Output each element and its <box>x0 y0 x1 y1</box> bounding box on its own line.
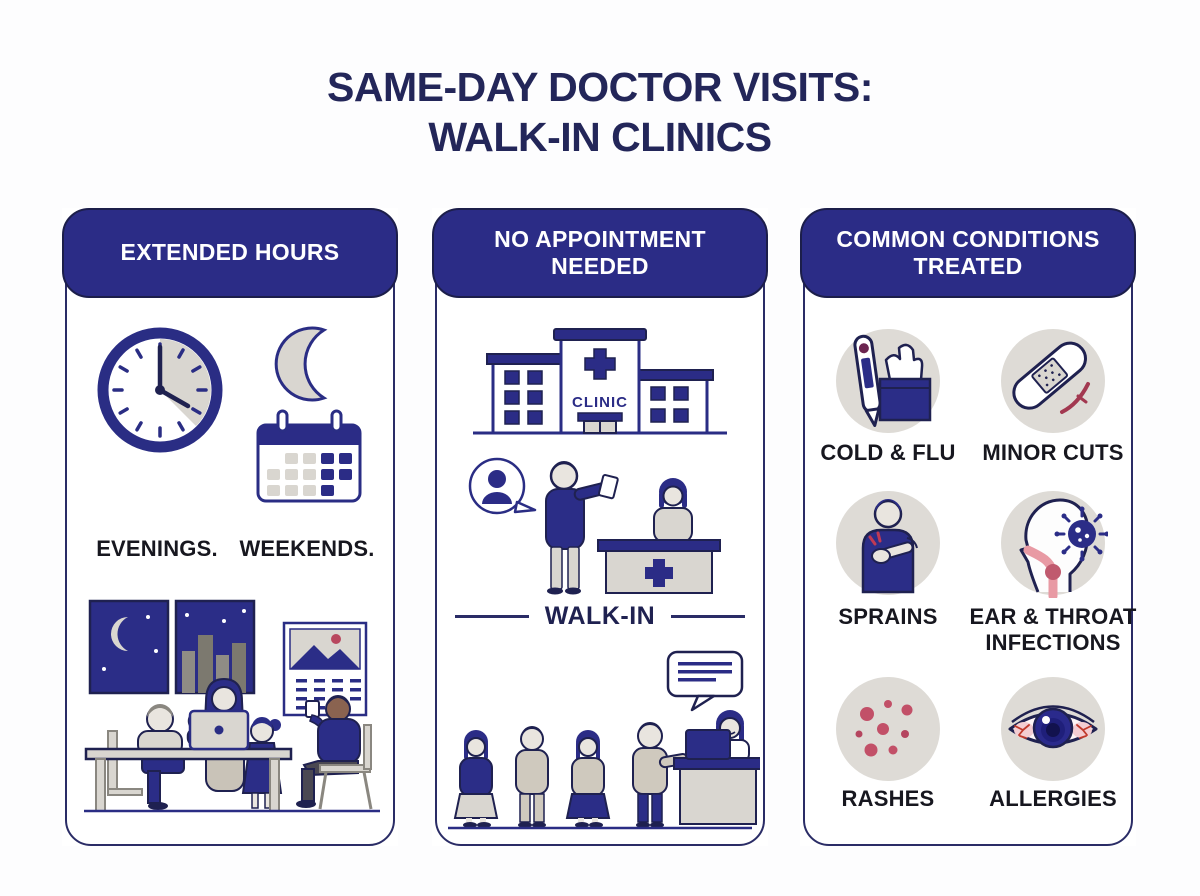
panel-extended-hours-header: EXTENDED HOURS <box>62 208 398 298</box>
walk-in-divider: WALK-IN <box>442 602 758 631</box>
irritated-eye-icon <box>1001 677 1105 781</box>
evenings-label: EVENINGS. <box>96 536 218 561</box>
calendar-icon <box>256 409 362 503</box>
condition-label-ear-throat: EAR & THROAT INFECTIONS <box>969 604 1137 655</box>
waiting-queue-illustration <box>448 650 760 830</box>
thermometer-tissue-box-icon <box>836 329 940 433</box>
condition-label-allergies: ALLERGIES <box>989 786 1117 811</box>
reception-checkin-illustration <box>468 457 721 595</box>
panel-no-appointment: NO APPOINTMENT NEEDED CLINIC <box>432 208 768 846</box>
panel-extended-hours-title: EXTENDED HOURS <box>120 239 340 266</box>
clinic-building-icon: CLINIC <box>473 328 727 435</box>
page-title: SAME-DAY DOCTOR VISITS: WALK-IN CLINICS <box>0 62 1200 162</box>
walk-in-label: WALK-IN <box>544 602 656 630</box>
page-title-line1: SAME-DAY DOCTOR VISITS: <box>327 64 873 110</box>
condition-label-minor-cuts: MINOR CUTS <box>982 440 1124 465</box>
panel-common-conditions: COMMON CONDITIONS TREATED COLD & FLU <box>800 208 1136 846</box>
clinic-sign-text: CLINIC <box>572 394 628 411</box>
panel-no-appointment-title: NO APPOINTMENT NEEDED <box>494 225 706 279</box>
adhesive-bandage-icon <box>1001 329 1105 433</box>
person-holding-wrist-icon <box>836 491 940 595</box>
panel-extended-hours: EXTENDED HOURS <box>62 208 398 846</box>
crescent-moon-icon <box>274 326 328 402</box>
condition-label-cold-flu: COLD & FLU <box>820 440 956 465</box>
evening-family-illustration <box>84 599 380 813</box>
rash-spots-icon <box>836 677 940 781</box>
panel-common-conditions-title: COMMON CONDITIONS TREATED <box>836 225 1100 279</box>
condition-label-sprains: SPRAINS <box>838 604 938 629</box>
walk-in-rule-left <box>454 615 529 618</box>
head-profile-virus-icon <box>1001 491 1108 598</box>
walk-in-rule-right <box>671 615 746 618</box>
panel-common-conditions-header: COMMON CONDITIONS TREATED <box>800 208 1136 298</box>
panel-no-appointment-header: NO APPOINTMENT NEEDED <box>432 208 768 298</box>
clock-icon <box>97 327 223 453</box>
weekends-label: WEEKENDS. <box>239 536 375 561</box>
page-title-line2: WALK-IN CLINICS <box>428 114 772 161</box>
condition-label-rashes: RASHES <box>841 786 935 811</box>
